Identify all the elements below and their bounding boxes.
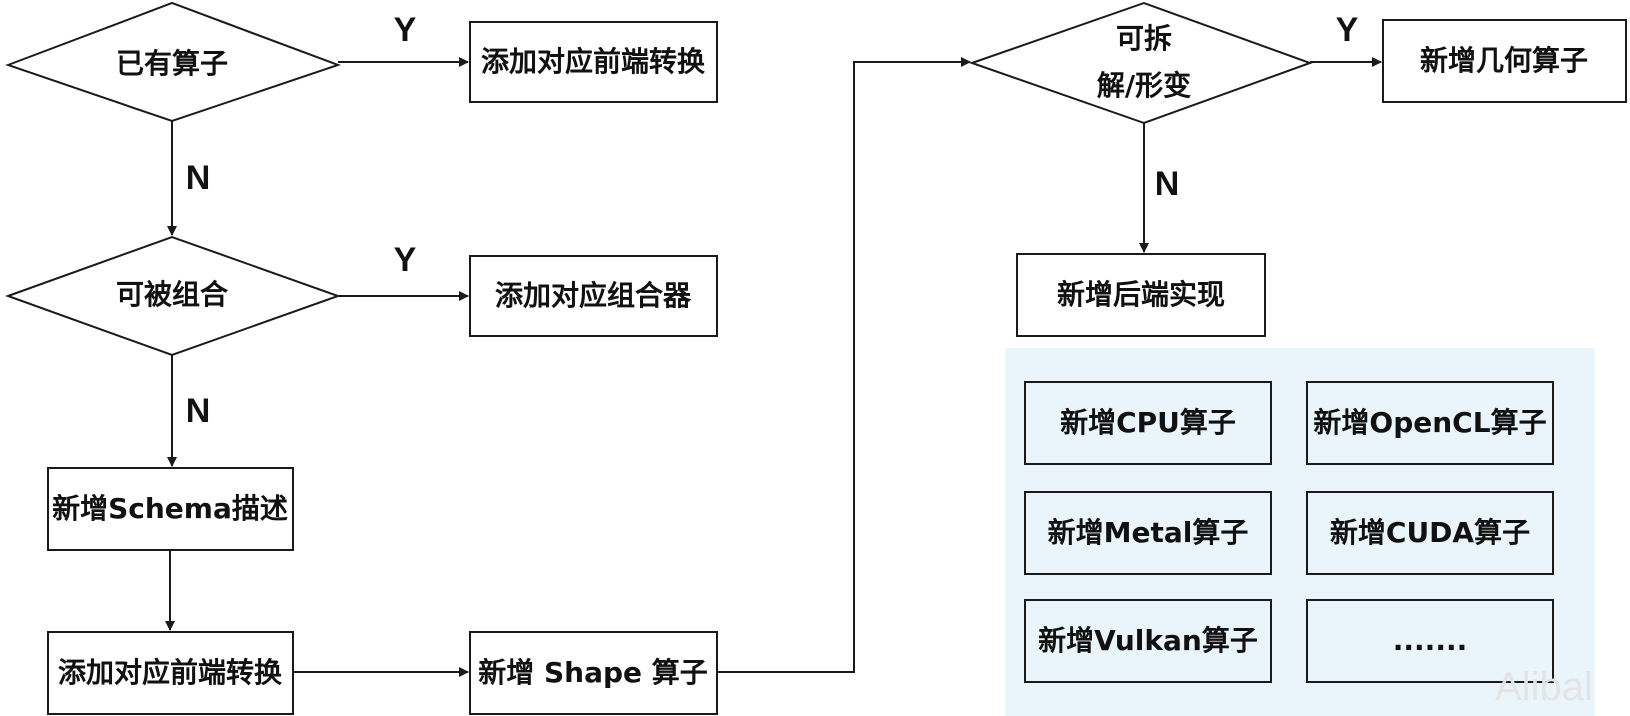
box-add-backend bbox=[1016, 253, 1266, 337]
box-add-frontend-bottom bbox=[47, 631, 294, 715]
arrow-shape-to-decomposable bbox=[717, 57, 971, 673]
label-yes-3: Y bbox=[1336, 11, 1359, 49]
box-backend-cuda bbox=[1306, 491, 1554, 575]
box-backend-metal-label: 新增Metal算子 bbox=[1048, 516, 1249, 549]
box-backend-vulkan-label: 新增Vulkan算子 bbox=[1038, 624, 1258, 657]
box-backend-more-label: ....... bbox=[1393, 624, 1467, 657]
watermark: Alibal bbox=[1495, 665, 1593, 709]
label-no-1: N bbox=[186, 159, 211, 197]
decision-has-operator bbox=[5, 1, 341, 123]
decision-decomposable-label-1: 可拆 bbox=[1116, 22, 1172, 55]
box-backend-more bbox=[1306, 599, 1554, 683]
box-add-schema bbox=[47, 467, 294, 551]
decision-decomposable bbox=[968, 1, 1313, 125]
label-yes-1: Y bbox=[394, 11, 417, 49]
box-add-shape-label: 新增 Shape 算子 bbox=[478, 656, 708, 689]
box-add-combiner bbox=[469, 255, 718, 337]
box-backend-cpu-label: 新增CPU算子 bbox=[1060, 406, 1236, 439]
box-backend-opencl-label: 新增OpenCL算子 bbox=[1313, 406, 1546, 439]
decision-combinable-label: 可被组合 bbox=[116, 278, 229, 311]
decision-has-operator-label: 已有算子 bbox=[116, 47, 228, 80]
label-no-2: N bbox=[186, 392, 211, 430]
box-add-frontend-top bbox=[469, 21, 718, 103]
box-add-frontend-bottom-label: 添加对应前端转换 bbox=[58, 656, 283, 689]
decision-decomposable-label-2: 解/形变 bbox=[1097, 69, 1191, 102]
label-no-3: N bbox=[1155, 165, 1180, 203]
box-add-backend-label: 新增后端实现 bbox=[1057, 278, 1225, 311]
box-backend-vulkan bbox=[1024, 599, 1272, 683]
box-add-schema-label: 新增Schema描述 bbox=[52, 492, 288, 525]
box-backend-opencl bbox=[1306, 381, 1554, 465]
box-backend-metal bbox=[1024, 491, 1272, 575]
box-add-combiner-label: 添加对应组合器 bbox=[495, 279, 692, 312]
box-add-frontend-top-label: 添加对应前端转换 bbox=[481, 45, 706, 78]
box-backend-cpu bbox=[1024, 381, 1272, 465]
box-add-shape bbox=[469, 631, 718, 715]
box-add-geometry bbox=[1382, 19, 1627, 103]
box-add-geometry-label: 新增几何算子 bbox=[1420, 44, 1588, 77]
label-yes-2: Y bbox=[394, 241, 417, 279]
box-backend-cuda-label: 新增CUDA算子 bbox=[1330, 516, 1530, 549]
